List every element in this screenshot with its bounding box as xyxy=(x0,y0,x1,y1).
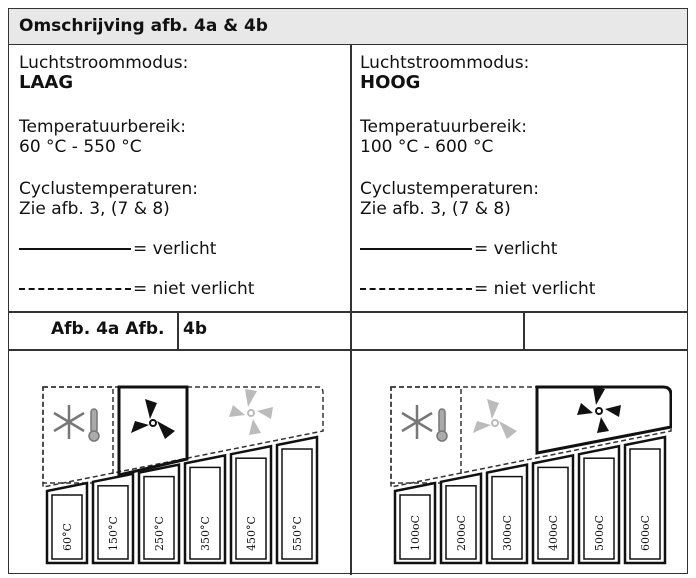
snowflake-box xyxy=(390,386,462,484)
column-divider xyxy=(350,45,352,575)
temp-bar xyxy=(439,472,483,565)
temp-bar-inner xyxy=(281,448,313,560)
temp-bar-inner xyxy=(583,457,615,560)
lit-mode-box xyxy=(535,385,672,455)
temp-label: 500oC xyxy=(593,515,606,551)
temp-bar xyxy=(393,481,437,565)
snowflake-box xyxy=(42,386,114,484)
fan-low-icon xyxy=(131,399,175,439)
snowflake-thermometer-icon xyxy=(401,405,448,442)
airflow-value: HOOG xyxy=(360,72,421,93)
airflow-label: Luchtstroommodus: xyxy=(19,53,189,73)
temp-bar xyxy=(485,463,529,565)
temp-bar-inner xyxy=(143,475,175,560)
temp-bar xyxy=(229,444,273,565)
temp-label: 350°C xyxy=(199,516,212,551)
snowflake-thermometer-icon xyxy=(53,405,100,442)
fan-low-icon xyxy=(473,399,517,439)
temp-bar xyxy=(91,472,135,565)
temp-label: 200oC xyxy=(455,515,468,551)
right-airflow: Luchtstroommodus: HOOG xyxy=(360,53,529,93)
solid-line-icon xyxy=(360,248,472,250)
right-legend-unlit: = niet verlicht xyxy=(360,279,595,299)
solid-line-icon xyxy=(19,248,131,250)
temp-bar xyxy=(275,435,319,565)
dashed-line-icon xyxy=(19,288,131,290)
dashed-line-icon xyxy=(360,288,472,290)
temp-bar-inner xyxy=(445,485,477,560)
temp-bar-inner xyxy=(97,485,129,560)
left-legend-unlit: = niet verlicht xyxy=(19,279,254,299)
afb-divider-right xyxy=(523,311,525,349)
temp-label: 600oC xyxy=(639,515,652,551)
temp-bar xyxy=(45,481,89,565)
left-airflow: Luchtstroommodus: LAAG xyxy=(19,53,188,93)
panel-a-illustration: 60°C 150°C 250°C 350°C 450°C 550°C xyxy=(42,385,324,565)
temp-label: 60°C xyxy=(61,523,74,551)
range-label: Temperatuurbereik: xyxy=(19,117,186,137)
temperature-bars: 100oC 200oC 300oC 400oC 500oC 600oC xyxy=(393,435,667,565)
right-range: Temperatuurbereik: 100 °C - 600 °C xyxy=(360,117,527,157)
cycle-label: Cyclustemperaturen: xyxy=(19,179,198,199)
lit-mode-box xyxy=(117,385,189,477)
legend-unlit-text: = niet verlicht xyxy=(133,279,255,299)
legend-unlit-text: = niet verlicht xyxy=(474,279,596,299)
cycle-value: Zie afb. 3, (7 & 8) xyxy=(19,199,170,219)
row-divider-1 xyxy=(9,311,687,313)
temp-bar xyxy=(577,444,621,565)
temp-label: 300oC xyxy=(501,515,514,551)
legend-lit-text: = verlicht xyxy=(474,239,558,259)
cycle-value: Zie afb. 3, (7 & 8) xyxy=(360,199,511,219)
cycle-label: Cyclustemperaturen: xyxy=(360,179,539,199)
panel-frame xyxy=(42,386,324,488)
temp-label: 550°C xyxy=(291,516,304,551)
temp-bar-inner xyxy=(537,466,569,560)
range-label: Temperatuurbereik: xyxy=(360,117,527,137)
table-header: Omschrijving afb. 4a & 4b xyxy=(9,9,687,45)
temp-label: 450°C xyxy=(245,516,258,551)
temp-label: 100oC xyxy=(409,515,422,551)
row-divider-2 xyxy=(9,349,687,351)
left-legend-lit: = verlicht xyxy=(19,239,216,259)
temp-label: 150°C xyxy=(107,516,120,551)
airflow-label: Luchtstroommodus: xyxy=(360,53,530,73)
left-range: Temperatuurbereik: 60 °C - 550 °C xyxy=(19,117,186,157)
afb-divider-left xyxy=(177,311,179,349)
temp-label: 400oC xyxy=(547,515,560,551)
temp-bar xyxy=(531,453,575,565)
temp-bar xyxy=(137,463,181,565)
fan-high-icon xyxy=(577,387,621,433)
legend-lit-text: = verlicht xyxy=(133,239,217,259)
temp-bar-inner xyxy=(235,457,267,560)
airflow-value: LAAG xyxy=(19,72,74,93)
panel-b-illustration: 100oC 200oC 300oC 400oC 500oC 600oC xyxy=(390,385,672,565)
temp-bar-inner xyxy=(51,494,83,560)
table-title: Omschrijving afb. 4a & 4b xyxy=(19,16,268,36)
temp-bar-inner xyxy=(629,448,661,560)
range-value: 100 °C - 600 °C xyxy=(360,137,494,157)
right-cycle: Cyclustemperaturen: Zie afb. 3, (7 & 8) xyxy=(360,179,539,219)
temp-bar-inner xyxy=(399,494,431,560)
left-cycle: Cyclustemperaturen: Zie afb. 3, (7 & 8) xyxy=(19,179,198,219)
range-value: 60 °C - 550 °C xyxy=(19,137,142,157)
right-legend-lit: = verlicht xyxy=(360,239,557,259)
temp-bar xyxy=(183,453,227,565)
fan-high-icon xyxy=(229,389,273,435)
temp-bar-inner xyxy=(189,466,221,560)
figure-label-b: 4b xyxy=(183,319,207,339)
temp-bar xyxy=(623,435,667,565)
temp-bar-inner xyxy=(491,475,523,560)
description-table: Omschrijving afb. 4a & 4b Luchtstroommod… xyxy=(8,8,688,575)
figure-label-a: Afb. 4a Afb. xyxy=(51,319,165,339)
temp-label: 250°C xyxy=(153,516,166,551)
temperature-bars: 60°C 150°C 250°C 350°C 450°C 550°C xyxy=(45,435,319,565)
